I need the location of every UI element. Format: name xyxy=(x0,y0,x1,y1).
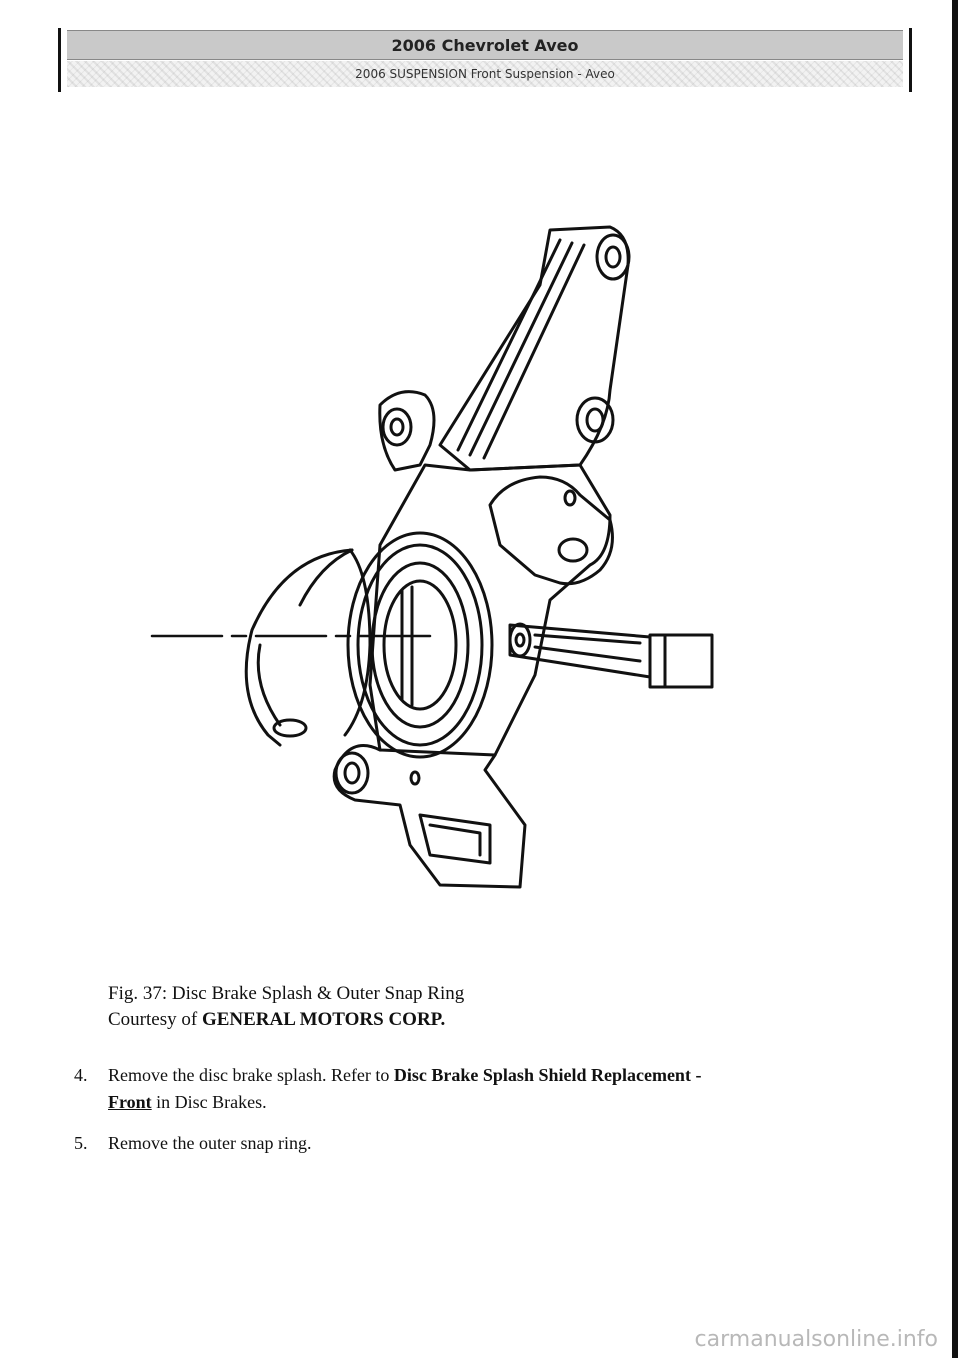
step-4: 4. Remove the disc brake splash. Refer t… xyxy=(74,1062,874,1116)
step-number: 5. xyxy=(74,1133,88,1153)
header-title: 2006 Chevrolet Aveo xyxy=(67,30,903,60)
procedure-steps: 4. Remove the disc brake splash. Refer t… xyxy=(74,1062,874,1171)
courtesy-prefix: Courtesy of xyxy=(108,1009,198,1030)
step-text-tail: in Disc Brakes. xyxy=(156,1092,267,1112)
front-link[interactable]: Front xyxy=(108,1092,152,1112)
page-edge-rule xyxy=(952,0,958,1358)
step-text: Remove the outer snap ring. xyxy=(108,1133,312,1153)
figure-courtesy: Courtesy of GENERAL MOTORS CORP. xyxy=(108,1009,464,1031)
step-reference-title: Disc Brake Splash Shield Replacement - xyxy=(393,1065,702,1085)
step-5: 5. Remove the outer snap ring. xyxy=(74,1130,874,1157)
figure-caption-block: Fig. 37: Disc Brake Splash & Outer Snap … xyxy=(108,983,464,1031)
page-header: 2006 Chevrolet Aveo 2006 SUSPENSION Fron… xyxy=(58,28,912,92)
step-text: Remove the disc brake splash. Refer to D… xyxy=(108,1062,874,1116)
courtesy-name: GENERAL MOTORS CORP. xyxy=(201,1009,446,1030)
steering-knuckle-illustration xyxy=(140,215,730,895)
step-number: 4. xyxy=(74,1065,88,1085)
figure-caption: Fig. 37: Disc Brake Splash & Outer Snap … xyxy=(108,983,465,1004)
site-watermark: carmanualsonline.info xyxy=(694,1327,938,1352)
header-subtitle: 2006 SUSPENSION Front Suspension - Aveo xyxy=(67,61,903,87)
step-text-lead: Remove the disc brake splash. Refer to xyxy=(108,1065,390,1085)
